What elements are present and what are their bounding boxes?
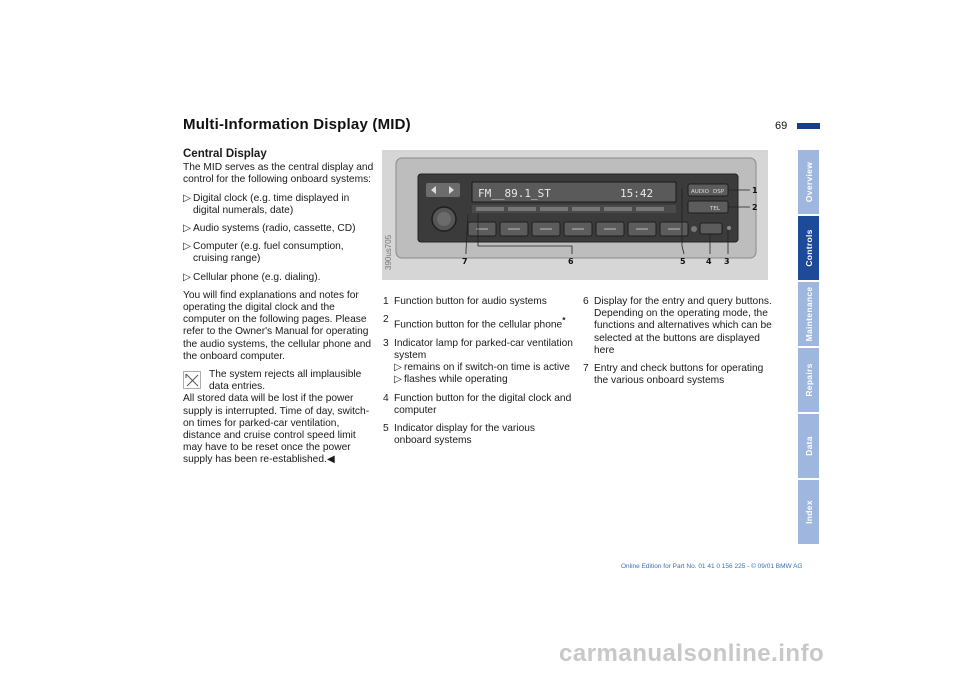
tab-label: Controls xyxy=(803,229,814,267)
bullet-arrow-icon: ▷ xyxy=(183,223,191,235)
note-body: All stored data will be lost if the powe… xyxy=(183,393,370,466)
tab-label: Data xyxy=(803,436,814,456)
note-block: The system rejects all implausible data … xyxy=(183,369,376,393)
body-paragraph: You will find explanations and notes for… xyxy=(183,289,372,362)
note-pencil-icon xyxy=(183,371,201,389)
list-item: ▷Cellular phone (e.g. dialing). xyxy=(183,271,321,283)
figure-code: 390us705 xyxy=(384,234,393,270)
tab-label: Maintenance xyxy=(803,286,814,342)
callout-3: 3 xyxy=(724,257,730,266)
display-time: 15:42 xyxy=(620,187,653,200)
callout-6: 6 xyxy=(568,257,574,266)
list-item: ▷Audio systems (radio, cassette, CD) xyxy=(183,223,356,235)
end-mark-icon: ◀ xyxy=(326,454,335,466)
bullet-arrow-icon: ▷ xyxy=(183,192,191,204)
footer-edition: Online Edition for Part No. 01 41 0 156 … xyxy=(621,563,803,570)
dsp-button-label: DSP xyxy=(713,189,725,195)
bullet-arrow-icon: ▷ xyxy=(394,374,402,386)
tab-label: Index xyxy=(803,500,814,524)
note-lead: The system rejects all implausible data … xyxy=(209,369,362,393)
tab-data[interactable]: Data xyxy=(798,414,819,478)
display-text: FM__89.1_ST xyxy=(478,187,551,200)
tel-button-label: TEL xyxy=(709,206,721,212)
central-display-section: Central Display The MID serves as the ce… xyxy=(183,148,376,473)
section-heading: Central Display xyxy=(183,148,267,160)
audio-button-label: AUDIO xyxy=(691,189,710,195)
callout-4: 4 xyxy=(706,257,712,266)
mid-illustration: FM__89.1_ST 15:42 AUDIO DSP xyxy=(382,150,768,280)
page-title: Multi-Information Display (MID) xyxy=(183,116,411,133)
bullet-arrow-icon: ▷ xyxy=(183,271,191,283)
bullet-arrow-icon: ▷ xyxy=(183,241,191,253)
tab-label: Repairs xyxy=(803,363,814,397)
callout-5: 5 xyxy=(680,257,686,266)
feature-list: ▷Digital clock (e.g. time displayed in d… xyxy=(183,193,376,284)
list-item: ▷Computer (e.g. fuel consumption, cruisi… xyxy=(183,241,344,265)
tab-controls[interactable]: Controls xyxy=(798,216,819,280)
sub-list-item: ▷flashes while operating xyxy=(394,374,508,386)
callout-1: 1 xyxy=(752,186,758,195)
tab-overview[interactable]: Overview xyxy=(798,150,819,214)
optional-star: * xyxy=(562,315,566,326)
list-item: ▷Digital clock (e.g. time displayed in d… xyxy=(183,192,350,216)
callout-2: 2 xyxy=(752,203,758,212)
page-number-bar xyxy=(797,123,820,129)
bullet-arrow-icon: ▷ xyxy=(394,362,402,374)
sub-list-item: ▷remains on if switch-on time is active xyxy=(394,362,570,374)
tab-label: Overview xyxy=(803,161,814,203)
section-tabs: Overview Controls Maintenance Repairs Da… xyxy=(798,150,819,546)
intro-text: The MID serves as the central display an… xyxy=(183,162,374,186)
tab-repairs[interactable]: Repairs xyxy=(798,348,819,412)
tab-maintenance[interactable]: Maintenance xyxy=(798,282,819,346)
page-number: 69 xyxy=(775,120,788,132)
mid-figure: FM__89.1_ST 15:42 AUDIO DSP xyxy=(382,150,768,280)
watermark: carmanualsonline.info xyxy=(559,640,825,667)
callout-7: 7 xyxy=(462,257,468,266)
tab-index[interactable]: Index xyxy=(798,480,819,544)
